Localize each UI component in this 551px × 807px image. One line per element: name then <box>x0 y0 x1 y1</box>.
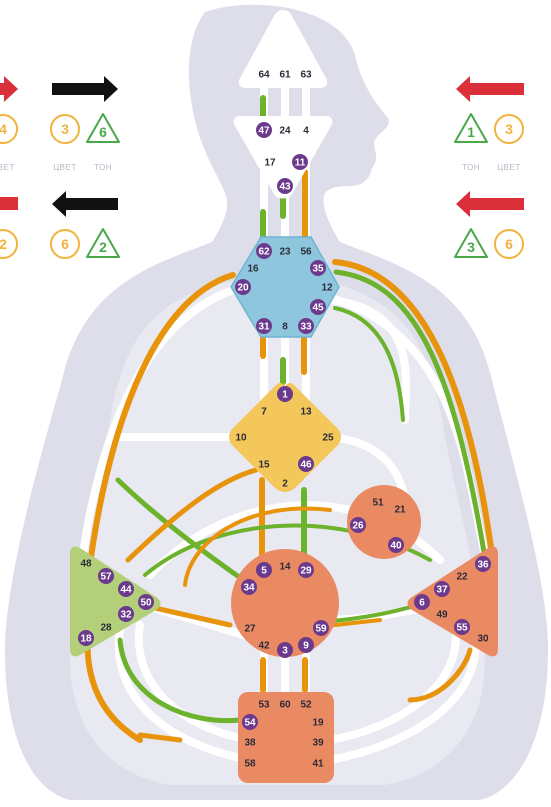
svg-text:1: 1 <box>467 124 475 140</box>
variable-arrow-icon <box>0 76 18 102</box>
variable-arrow-icon <box>456 76 524 102</box>
gate-number: 18 <box>80 634 92 645</box>
gate-number: 7 <box>261 407 267 418</box>
gate-number: 48 <box>80 559 92 570</box>
gate-number: 33 <box>300 322 312 333</box>
gate-number: 26 <box>352 521 364 532</box>
svg-text:6: 6 <box>61 236 69 252</box>
gate-number: 40 <box>390 541 402 552</box>
gate-number: 2 <box>282 479 288 490</box>
gate-number: 29 <box>300 566 312 577</box>
gate-number: 60 <box>279 700 291 711</box>
left-color2-label: ЦВЕТ <box>53 163 76 172</box>
svg-text:2: 2 <box>0 236 7 252</box>
gate-number: 30 <box>477 634 489 645</box>
gate-number: 39 <box>312 738 324 749</box>
gate-number: 36 <box>477 560 489 571</box>
gate-number: 12 <box>321 283 333 294</box>
gate-number: 41 <box>312 759 324 770</box>
gate-number: 52 <box>300 700 312 711</box>
gate-number: 37 <box>436 585 448 596</box>
left-bottom-color2-badge: 6 <box>51 230 79 258</box>
svg-text:6: 6 <box>505 236 513 252</box>
svg-text:6: 6 <box>99 124 107 140</box>
svg-text:3: 3 <box>505 121 513 137</box>
gate-number: 4 <box>303 126 309 137</box>
gate-number: 14 <box>279 562 291 573</box>
gate-number: 27 <box>244 624 256 635</box>
svg-text:3: 3 <box>61 121 69 137</box>
gate-number: 9 <box>303 641 309 652</box>
left-top-color2-badge: 3 <box>51 115 79 143</box>
gate-number: 10 <box>235 433 247 444</box>
gate-number: 16 <box>247 264 259 275</box>
gate-number: 43 <box>279 182 291 193</box>
left-color-label: ЦВЕТ <box>0 163 15 172</box>
gate-number: 38 <box>244 738 256 749</box>
gate-number: 54 <box>244 718 256 729</box>
gate-number: 47 <box>258 126 270 137</box>
gate-number: 35 <box>312 264 324 275</box>
svg-text:4: 4 <box>0 121 7 137</box>
gate-number: 61 <box>279 70 291 81</box>
gate-number: 45 <box>312 303 324 314</box>
gate-number: 44 <box>120 585 132 596</box>
right-bottom-tone-badge: 3 <box>455 229 487 257</box>
left-tone-label: ТОН <box>94 163 112 172</box>
gate-number: 19 <box>312 718 324 729</box>
gate-number: 31 <box>258 322 270 333</box>
right-tone-label: ТОН <box>462 163 480 172</box>
gate-number: 24 <box>279 126 291 137</box>
gate-number: 11 <box>295 158 306 169</box>
gate-number: 22 <box>456 572 468 583</box>
gate-number: 20 <box>237 283 249 294</box>
gate-number: 25 <box>322 433 334 444</box>
gate-number: 49 <box>436 610 448 621</box>
gate-number: 13 <box>300 407 312 418</box>
variable-arrow-icon <box>0 197 18 210</box>
gate-number: 23 <box>279 247 291 258</box>
gate-number: 62 <box>258 247 270 258</box>
right-color-label: ЦВЕТ <box>497 163 520 172</box>
gate-number: 34 <box>243 583 255 594</box>
gate-number: 64 <box>258 70 270 81</box>
gate-number: 5 <box>261 566 267 577</box>
variable-arrow-icon <box>52 191 118 217</box>
gate-number: 57 <box>100 572 112 583</box>
gate-number: 1 <box>282 390 288 401</box>
gate-number: 17 <box>264 158 276 169</box>
gate-number: 63 <box>300 70 312 81</box>
svg-text:3: 3 <box>467 239 475 255</box>
gate-number: 8 <box>282 322 288 333</box>
gate-number: 51 <box>372 498 384 509</box>
left-bottom-tone-badge: 2 <box>87 229 119 257</box>
gate-number: 28 <box>100 623 112 634</box>
gate-number: 53 <box>258 700 270 711</box>
right-bottom-color-badge: 6 <box>495 230 523 258</box>
gate-number: 6 <box>419 598 425 609</box>
gate-number: 50 <box>140 598 152 609</box>
gate-number: 42 <box>258 641 270 652</box>
gate-number: 21 <box>394 505 406 516</box>
gate-number: 46 <box>300 460 312 471</box>
gate-number: 3 <box>282 646 288 657</box>
left-top-tone-badge: 6 <box>87 114 119 142</box>
right-top-tone-badge: 1 <box>455 114 487 142</box>
left-top-color-badge: 4 <box>0 115 17 143</box>
variable-arrow-icon <box>52 76 118 102</box>
svg-text:2: 2 <box>99 239 107 255</box>
gate-number: 59 <box>315 624 327 635</box>
gate-number: 15 <box>258 460 270 471</box>
gate-number: 56 <box>300 247 312 258</box>
gate-number: 55 <box>456 623 468 634</box>
right-top-color-badge: 3 <box>495 115 523 143</box>
left-bottom-color-badge: 2 <box>0 230 17 258</box>
gate-number: 58 <box>244 759 256 770</box>
variable-arrow-icon <box>456 191 524 217</box>
gate-number: 32 <box>120 610 132 621</box>
